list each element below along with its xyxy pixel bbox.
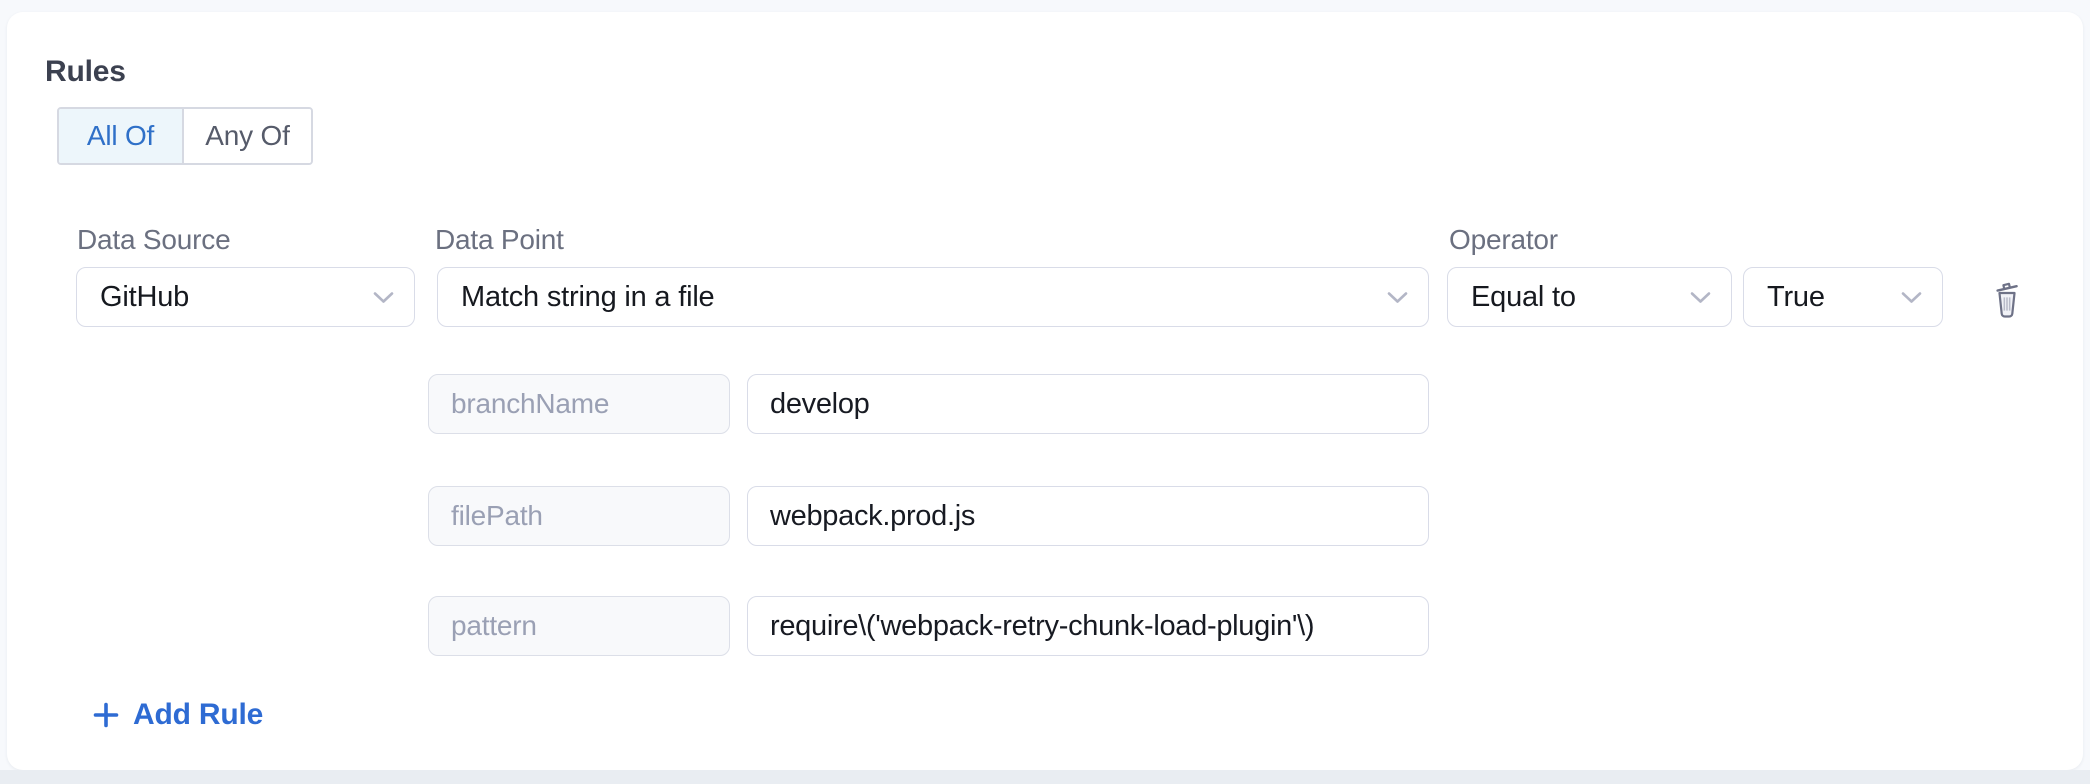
chevron-down-icon bbox=[373, 291, 394, 304]
data-source-label: Data Source bbox=[77, 224, 231, 255]
param-key-input-pattern[interactable] bbox=[428, 596, 730, 656]
data-point-selected-value: Match string in a file bbox=[461, 280, 715, 313]
param-value-input-branch-name[interactable] bbox=[747, 374, 1429, 434]
match-mode-all-of[interactable]: All Of bbox=[59, 109, 182, 163]
expected-value-selected: True bbox=[1767, 280, 1825, 313]
data-source-select[interactable]: GitHub bbox=[76, 267, 415, 327]
add-rule-label: Add Rule bbox=[133, 698, 264, 731]
add-rule-button[interactable]: Add Rule bbox=[92, 696, 263, 734]
param-value-input-pattern[interactable] bbox=[747, 596, 1429, 656]
data-point-select[interactable]: Match string in a file bbox=[437, 267, 1429, 327]
chevron-down-icon bbox=[1387, 291, 1408, 304]
match-mode-toggle: All Of Any Of bbox=[57, 107, 313, 165]
operator-selected-value: Equal to bbox=[1471, 280, 1576, 313]
delete-rule-button[interactable] bbox=[1985, 278, 2029, 322]
data-source-selected-value: GitHub bbox=[100, 280, 190, 313]
data-point-label: Data Point bbox=[435, 224, 564, 255]
param-key-input-file-path[interactable] bbox=[428, 486, 730, 546]
expected-value-select[interactable]: True bbox=[1743, 267, 1943, 327]
rules-section-title: Rules bbox=[45, 55, 126, 88]
param-key-input-branch-name[interactable] bbox=[428, 374, 730, 434]
operator-label: Operator bbox=[1449, 224, 1558, 255]
plus-icon bbox=[92, 701, 120, 729]
operator-select[interactable]: Equal to bbox=[1447, 267, 1732, 327]
page-bottom-strip bbox=[0, 770, 2090, 784]
chevron-down-icon bbox=[1690, 291, 1711, 304]
chevron-down-icon bbox=[1901, 291, 1922, 304]
match-mode-any-of[interactable]: Any Of bbox=[182, 109, 311, 163]
rules-card: Rules All Of Any Of Data Source Data Poi… bbox=[7, 12, 2083, 770]
trash-icon bbox=[1988, 278, 2026, 323]
param-value-input-file-path[interactable] bbox=[747, 486, 1429, 546]
